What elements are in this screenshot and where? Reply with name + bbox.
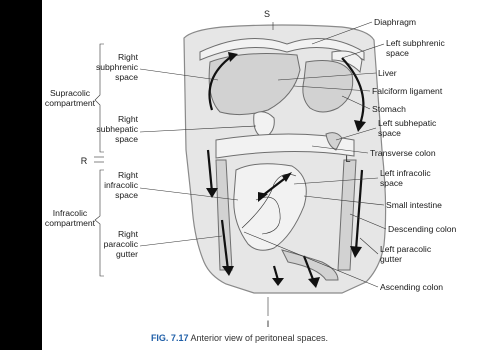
transverse-colon-label: Transverse colon: [370, 148, 436, 158]
supracolic-brace: [95, 44, 104, 152]
stomach-label: Stomach: [372, 104, 406, 114]
orientation-inferior: I: [267, 319, 270, 329]
small-intestine-label: Small intestine: [386, 200, 442, 210]
ascending-colon-label: Ascending colon: [380, 282, 443, 292]
figure-caption: FIG. 7.17 Anterior view of peritoneal sp…: [42, 333, 437, 343]
liver-label: Liver: [378, 68, 397, 78]
falciform-ligament-label: Falciform ligament: [372, 86, 443, 96]
figure-caption-text: Anterior view of peritoneal spaces.: [190, 333, 328, 343]
descending-colon-label: Descending colon: [388, 224, 457, 234]
orientation-right: R: [81, 156, 88, 166]
orientation-left: L: [345, 154, 350, 164]
diaphragm-label: Diaphragm: [374, 17, 416, 27]
infracolic-brace: [95, 170, 104, 276]
figure-number: FIG. 7.17: [151, 333, 189, 343]
orientation-superior: S: [264, 9, 270, 19]
